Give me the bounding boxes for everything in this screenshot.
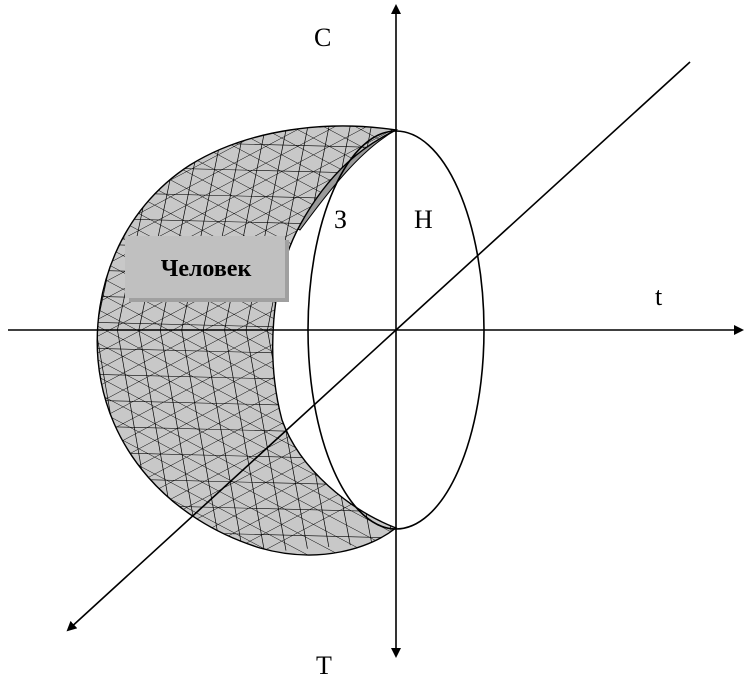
mesh-line: [97, 126, 396, 162]
mesh-line: [80, 556, 400, 564]
label-right-axis: t: [655, 282, 663, 311]
label-left-region: З: [334, 205, 347, 234]
mesh-line: [374, 126, 396, 331]
label-right-region: Н: [414, 205, 433, 234]
mesh-line: [97, 126, 396, 178]
mesh-line: [395, 329, 396, 539]
mesh-line: [80, 0, 420, 110]
mesh-line: [97, 126, 396, 128]
mesh-line: [80, 0, 420, 77]
mesh-line: [97, 126, 396, 145]
badge-background: [125, 236, 285, 298]
mesh-line: [245, 329, 287, 551]
mesh-line: [97, 126, 396, 262]
mesh-line: [80, 0, 420, 60]
mesh-line: [80, 0, 420, 77]
mesh-line: [181, 329, 223, 555]
mesh-line: [97, 126, 396, 145]
label-bottom-axis: Т: [316, 651, 332, 676]
mesh-line: [80, 0, 420, 94]
mesh-line: [80, 0, 420, 60]
badge-label: Человек: [161, 256, 252, 282]
mesh-line: [374, 329, 396, 540]
mesh-line: [224, 329, 265, 553]
mesh-line: [202, 329, 244, 555]
diagonal-axis-down: [66, 329, 397, 632]
label-top-axis: С: [314, 23, 331, 52]
mesh-line: [80, 0, 420, 110]
mesh-line: [97, 126, 396, 128]
diagonal-axis-up: [395, 61, 691, 331]
badge-human: Человек: [125, 236, 289, 302]
mesh-line: [80, 0, 420, 94]
